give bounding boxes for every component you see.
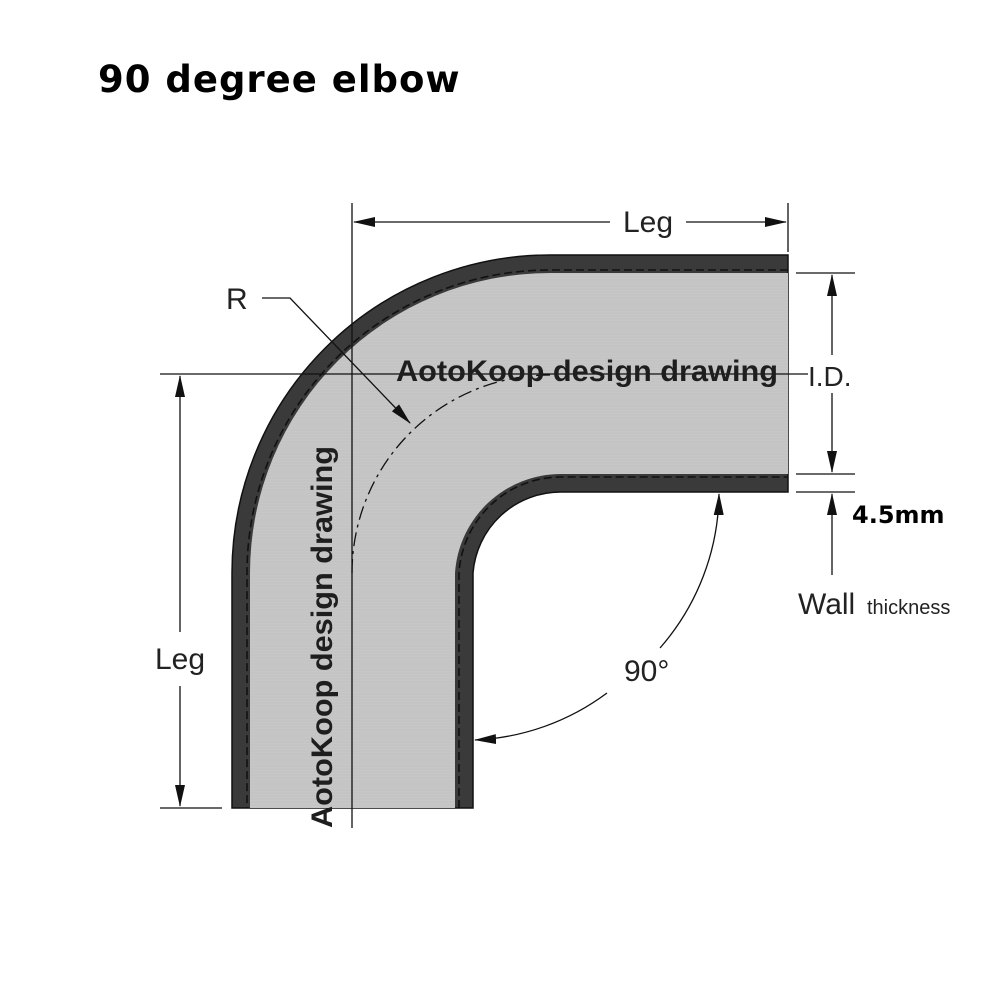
radius-label: R xyxy=(226,283,248,316)
wall-word-small: thickness xyxy=(867,597,950,619)
angle-arc-lower xyxy=(474,692,608,745)
angle-label: 90° xyxy=(624,655,669,688)
wall-word: Wall xyxy=(798,588,855,621)
angle-arc-upper xyxy=(659,493,724,649)
wall-value: 4.5mm xyxy=(852,501,945,529)
elbow-bore xyxy=(250,273,788,808)
leg-left-label: Leg xyxy=(155,643,205,676)
centerline-arc xyxy=(351,374,551,574)
inner-dashed-line xyxy=(458,476,788,808)
leg-top-label: Leg xyxy=(623,206,673,239)
diagram-title: 90 degree elbow xyxy=(98,58,461,101)
radius-leader xyxy=(262,297,411,424)
watermark-vertical: AotoKoop design drawing xyxy=(306,446,339,828)
outer-dashed-line xyxy=(246,269,788,808)
id-label: I.D. xyxy=(808,361,852,392)
watermark-horizontal: AotoKoop design drawing xyxy=(396,355,778,388)
